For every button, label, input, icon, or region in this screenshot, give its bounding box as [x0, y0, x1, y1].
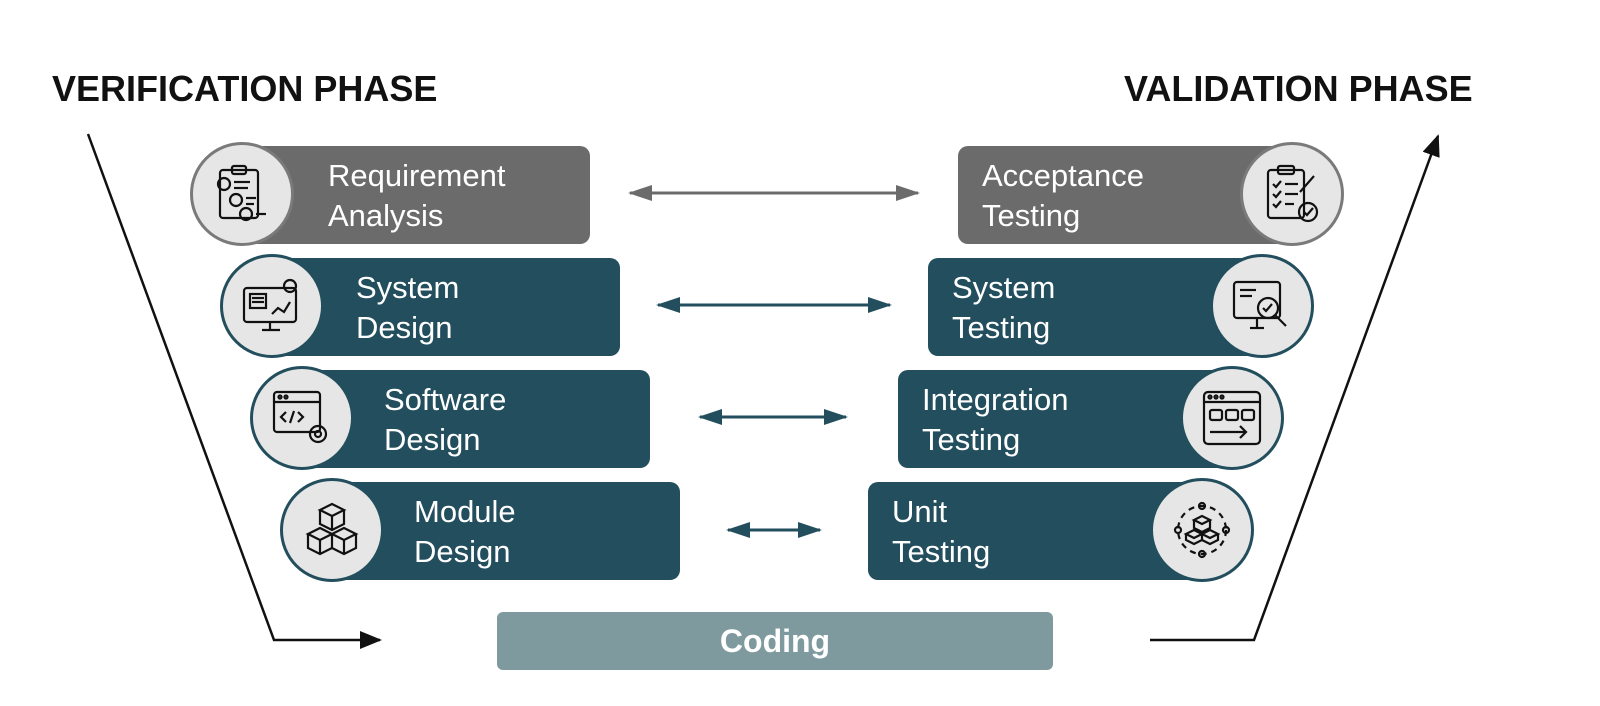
integration-testing-label: Integration Testing: [922, 382, 1069, 457]
clipboard-check-icon: [1240, 142, 1344, 246]
requirement-analysis-box: Requirement Analysis: [244, 146, 590, 244]
unit-cubes-icon: [1150, 478, 1254, 582]
system-testing-label: System Testing: [952, 270, 1056, 345]
cubes-icon: [280, 478, 384, 582]
verification-phase-title: VERIFICATION PHASE: [52, 68, 438, 109]
module-design-box: Module Design: [334, 482, 680, 580]
software-design-label: Software Design: [384, 382, 507, 457]
requirement-analysis-label: Requirement Analysis: [328, 158, 506, 233]
software-design-box: Software Design: [304, 370, 650, 468]
module-design-label: Module Design: [414, 494, 516, 569]
system-design-label: System Design: [356, 270, 460, 345]
numbered-checklist-icon: [190, 142, 294, 246]
coding-bar: Coding: [497, 612, 1053, 670]
unit-testing-label: Unit Testing: [892, 494, 991, 569]
code-gear-icon: [250, 366, 354, 470]
validation-phase-title: VALIDATION PHASE: [1124, 68, 1473, 109]
system-design-box: System Design: [274, 258, 620, 356]
monitor-magnifier-icon: [1210, 254, 1314, 358]
monitor-diagram-icon: [220, 254, 324, 358]
integration-window-icon: [1180, 366, 1284, 470]
acceptance-testing-label: Acceptance Testing: [982, 158, 1144, 233]
